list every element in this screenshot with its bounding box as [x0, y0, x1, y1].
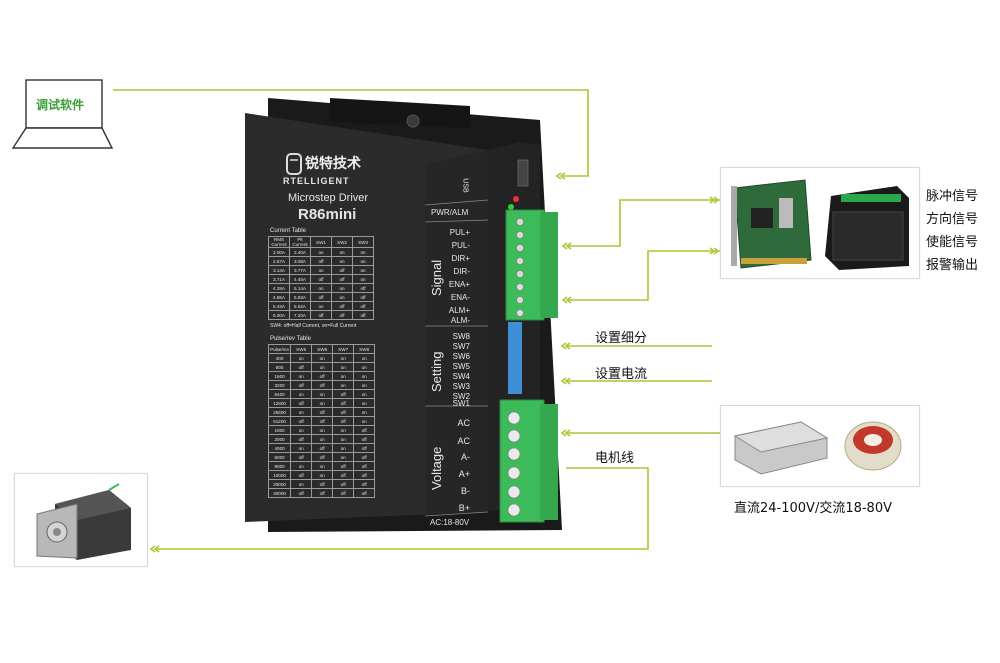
driver-model: R86mini — [298, 206, 357, 223]
sw4-label: SW4 — [452, 372, 470, 381]
current-table-note: SW4: off=Half Current, on=Full Current — [270, 323, 357, 329]
brand-en: RTELLIGENT — [283, 176, 350, 186]
current-table-title: Current Table — [270, 228, 306, 234]
stepper-motor-icon — [36, 483, 131, 560]
sw8-label: SW8 — [452, 332, 470, 341]
sw6-label: SW6 — [452, 352, 470, 361]
sw5-label: SW5 — [452, 362, 470, 371]
usb-label: USB — [461, 178, 469, 193]
label-pulse-signal: 脉冲信号 — [926, 189, 979, 204]
motor-box — [14, 473, 148, 567]
line-signal-2 — [567, 250, 720, 301]
brand-cn: 锐特技术 — [305, 155, 361, 171]
pci-card-icon — [731, 179, 909, 270]
label-motor-line: 电机线 — [595, 451, 635, 466]
laptop-label: 调试软件 — [36, 98, 85, 112]
pin-b-minus: B- — [461, 486, 470, 496]
transformer-icon — [844, 421, 902, 471]
pin-alm-plus: ALM+ — [448, 306, 470, 315]
plc-icon — [825, 186, 909, 270]
line-signal-1 — [567, 199, 720, 247]
power-supply-icon — [733, 421, 902, 475]
pin-ena-plus: ENA+ — [448, 280, 470, 289]
sw7-label: SW7 — [452, 342, 470, 351]
power-caption: 直流24-100V/交流18-80V — [734, 501, 892, 516]
power-supply-box — [720, 405, 920, 487]
signal-title: Signal — [429, 259, 444, 296]
pwr-alm-label: PWR/ALM — [431, 208, 469, 217]
label-alarm-output: 报警输出 — [926, 258, 979, 273]
pin-dir-plus: DIR+ — [451, 254, 470, 263]
line-laptop — [113, 89, 589, 177]
controller-box — [720, 167, 920, 279]
label-direction-signal: 方向信号 — [926, 212, 979, 227]
pin-ac-2: AC — [457, 436, 470, 446]
ac-range-label: AC:18-80V — [430, 518, 470, 527]
driver-subtitle: Microstep Driver — [288, 192, 369, 204]
sw1-label: SW1 — [452, 399, 470, 408]
pulse-table-title: Pulse/rev Table — [270, 336, 311, 342]
sw2-label: SW2 — [452, 392, 470, 401]
label-set-subdivision: 设置细分 — [595, 331, 648, 346]
pin-ena-minus: ENA- — [450, 293, 470, 302]
pin-a-plus: A+ — [458, 469, 470, 479]
pin-pul-minus: PUL- — [451, 241, 470, 250]
pin-dir-minus: DIR- — [453, 267, 470, 276]
line-motor — [155, 467, 649, 550]
pin-pul-plus: PUL+ — [449, 228, 470, 237]
pin-ac-1: AC — [457, 418, 470, 428]
pin-a-minus: A- — [461, 452, 470, 462]
pin-b-plus: B+ — [458, 503, 470, 513]
pin-alm-minus: ALM- — [450, 316, 470, 325]
label-enable-signal: 使能信号 — [926, 235, 979, 250]
label-set-current: 设置电流 — [595, 367, 648, 382]
sw3-label: SW3 — [452, 382, 470, 391]
